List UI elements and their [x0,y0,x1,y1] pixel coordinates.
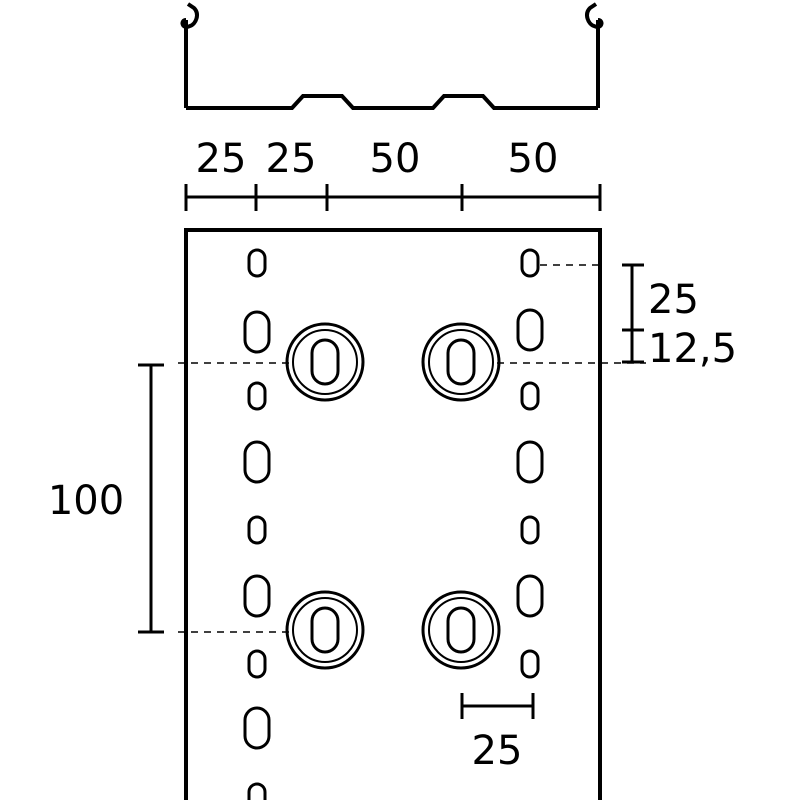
small-slot [520,515,540,545]
right-slot-column [516,248,544,679]
small-slot [247,649,267,679]
small-slot [247,381,267,411]
plate-outline [184,228,602,800]
large-slot [516,308,544,352]
embossed-hole-top-right [421,322,501,402]
tray-bottom-profile [186,94,598,110]
small-slot [247,515,267,545]
small-slot [247,782,267,800]
right-dim-label-25: 25 [648,277,699,323]
top-dim-label-3: 50 [370,136,421,182]
bottom-dim-label-25: 25 [472,728,523,774]
right-dim-label-12-5: 12,5 [648,326,737,372]
left-hook-edge [180,2,199,29]
large-slot [516,440,544,484]
right-hook-edge [585,2,604,29]
top-dim-label-1: 25 [196,136,247,182]
small-slot [520,649,540,679]
left-slot-column [243,248,271,800]
large-slot [243,440,271,484]
bottom-hole-dimension: 25 [460,693,535,774]
top-dim-label-2: 25 [266,136,317,182]
left-vertical-dimension: 100 [48,363,164,634]
small-slot [520,381,540,411]
tray-cross-section [180,2,604,110]
top-dimension-chain: 25 25 50 50 [184,136,602,211]
reference-lines [178,264,646,633]
embossed-hole-bottom-left [285,590,365,670]
embossed-hole-bottom-right [421,590,501,670]
large-slot [243,310,271,354]
top-dim-label-4: 50 [508,136,559,182]
large-slot [243,706,271,750]
right-vertical-dimensions: 25 12,5 [622,263,737,372]
embossed-hole-top-left [285,322,365,402]
large-slot [243,574,271,618]
large-slot [516,574,544,618]
left-dim-label-100: 100 [48,478,124,524]
small-slot [247,248,267,278]
small-slot [520,248,540,278]
